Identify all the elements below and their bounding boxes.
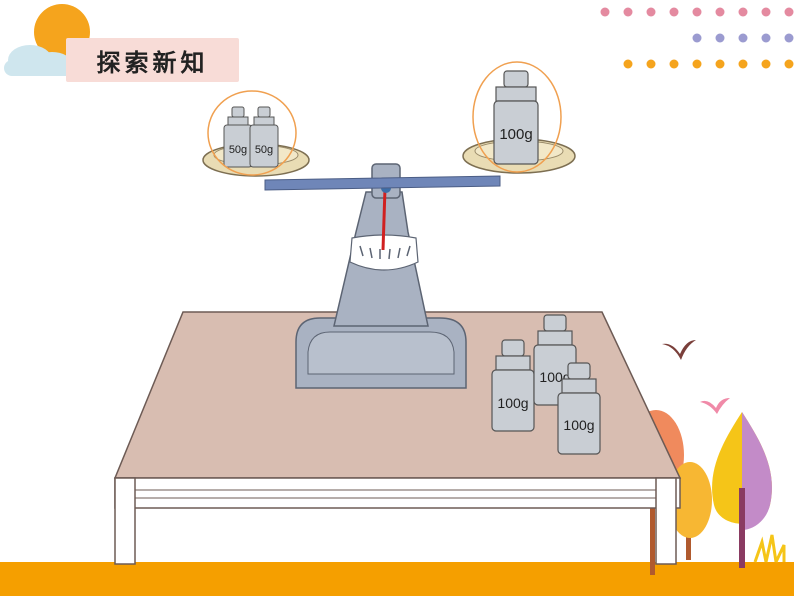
weight-100g: 100g [557,362,601,455]
title-banner: 探索新知 [66,38,239,82]
bird-icon [662,340,696,360]
floor [0,562,794,596]
weight-50g: 50g [223,106,253,168]
weight-100g: 100g [493,70,539,165]
dot-row-orange [623,59,794,69]
dot-row-pink [600,7,794,17]
bird-icon [700,398,730,414]
weight-label: 100g [499,126,532,143]
dot-row-purple [692,33,794,43]
cloud-icon [4,45,74,76]
weight-label: 100g [497,395,528,411]
weight-50g: 50g [249,106,279,168]
page-title: 探索新知 [96,47,209,77]
weight-100g: 100g [491,339,535,432]
weight-label: 50g [255,144,273,156]
weight-label: 100g [563,417,594,433]
grass-icon [753,534,786,563]
highlight-circle-left [207,90,297,176]
balance-scale [264,163,501,389]
highlight-circle-right [472,61,562,173]
weight-label: 50g [229,144,247,156]
